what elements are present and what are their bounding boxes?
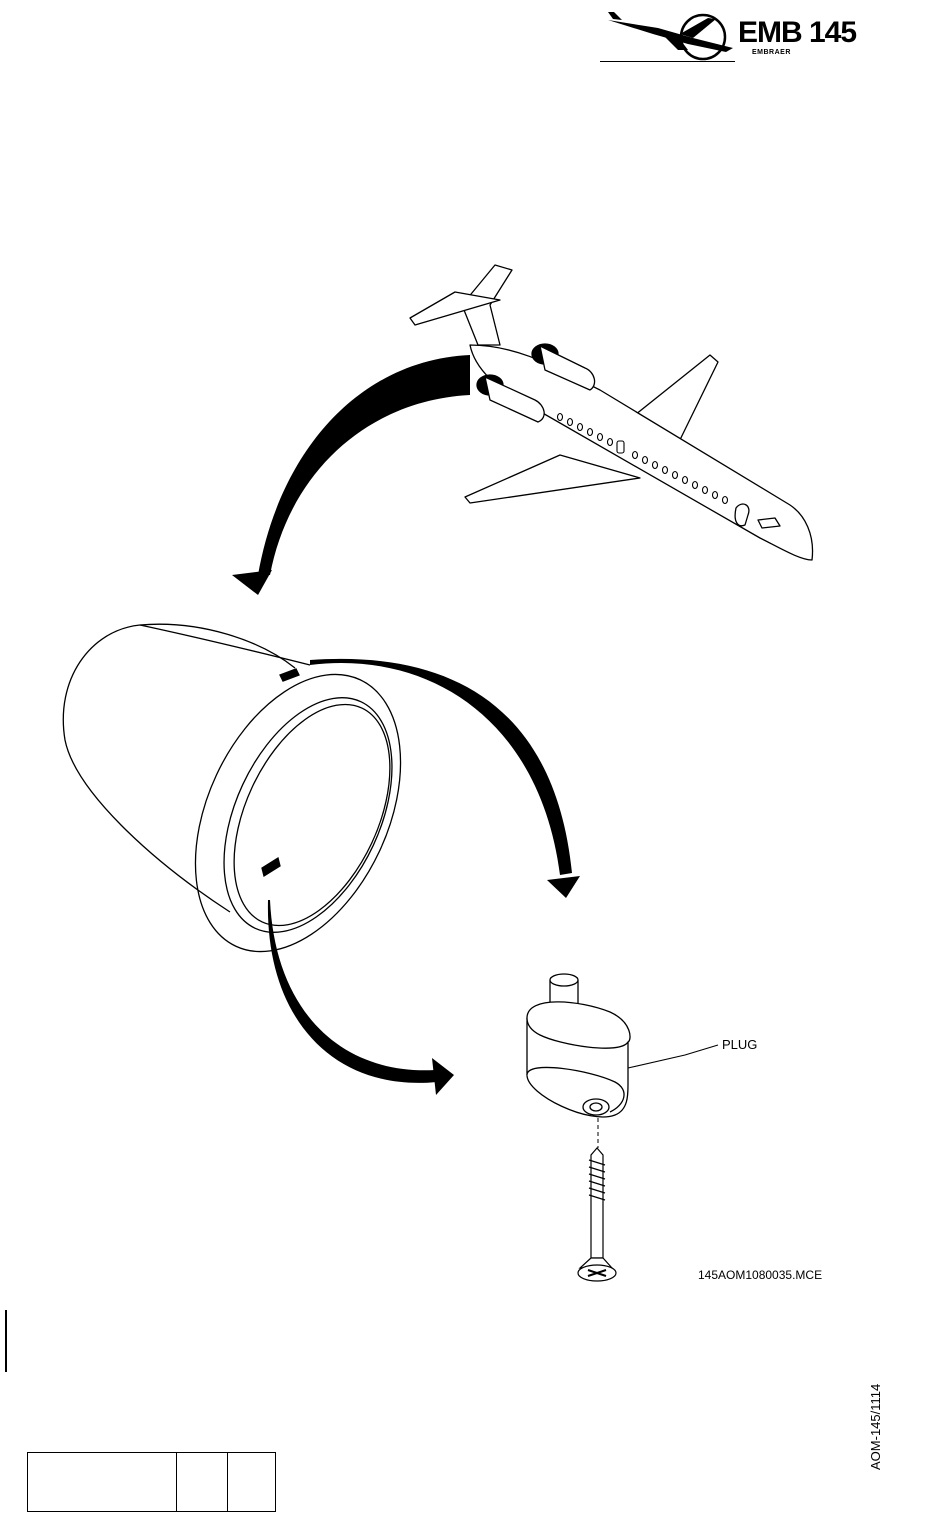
plug-icon xyxy=(527,974,630,1117)
arrow-icon xyxy=(310,659,580,898)
revision-box-divider xyxy=(227,1453,228,1511)
figure-code: 145AOM1080035.MCE xyxy=(698,1268,822,1282)
revision-box-divider xyxy=(176,1453,177,1511)
revision-box xyxy=(27,1452,276,1512)
change-bar xyxy=(5,1310,7,1372)
aircraft-icon xyxy=(410,265,813,560)
arrow-icon xyxy=(268,900,454,1095)
screw-icon xyxy=(578,1148,616,1281)
leader-line xyxy=(628,1045,718,1068)
document-code: AOM-145/1114 xyxy=(868,1384,883,1470)
arrow-icon xyxy=(232,355,470,595)
plug-label: PLUG xyxy=(722,1037,757,1052)
engine-nacelle-icon xyxy=(63,624,441,984)
